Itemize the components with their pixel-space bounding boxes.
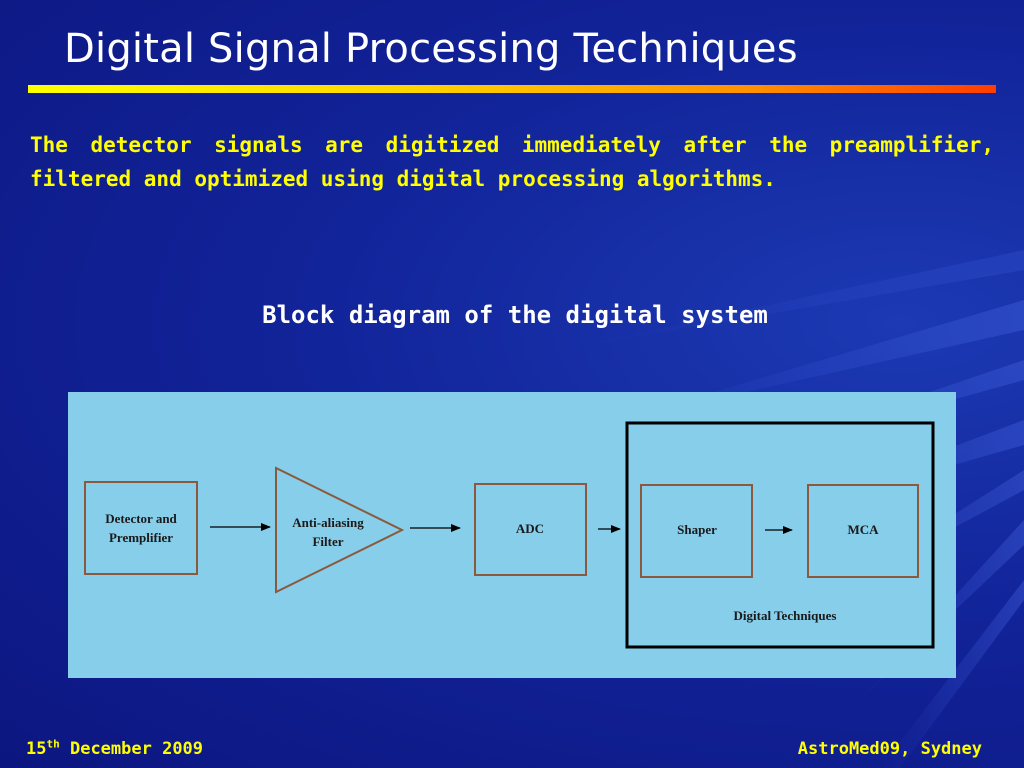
footer-event: AstroMed09, Sydney — [797, 739, 982, 759]
detector-block-label-line2: Premplifier — [109, 530, 173, 545]
detector-preamplifier-block — [84, 481, 198, 575]
title-underline — [28, 85, 996, 93]
anti-aliasing-filter-block — [275, 466, 405, 594]
filter-block-label-line2: Filter — [312, 534, 343, 549]
mca-block-label: MCA — [847, 522, 879, 537]
shaper-block-label: Shaper — [677, 522, 717, 537]
detector-block-label-line1: Detector and — [105, 511, 177, 526]
shaper-block — [640, 484, 753, 578]
footer-date-suffix: th — [46, 737, 60, 751]
filter-block-label-line1: Anti-aliasing — [292, 515, 364, 530]
intro-paragraph: The detector signals are digitized immed… — [30, 133, 994, 191]
footer-date-month-year: December 2009 — [59, 739, 204, 759]
diagram-caption: Block diagram of the digital system — [262, 301, 768, 329]
digital-techniques-group — [625, 421, 935, 649]
slide-title: Digital Signal Processing Techniques — [64, 26, 798, 72]
footer-date-day: 15 — [26, 739, 47, 759]
adc-block — [474, 483, 587, 576]
block-diagram: Detector and Premplifier Anti-aliasing F… — [68, 392, 956, 678]
adc-block-label: ADC — [516, 521, 544, 536]
mca-block — [807, 484, 919, 578]
footer-date: 15th December 2009 — [26, 737, 204, 759]
digital-techniques-label: Digital Techniques — [734, 608, 837, 623]
